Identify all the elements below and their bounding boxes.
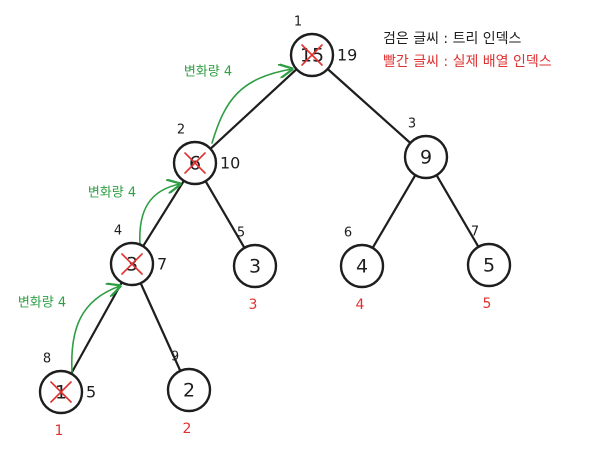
edge-n1-n2 [209,68,298,150]
tree-index-label: 2 [177,123,185,138]
tree-index-label: 4 [114,224,122,239]
cross-out-mark [301,44,323,66]
tree-node-7: 575 [466,225,512,312]
array-index-label: 1 [55,423,64,439]
tree-index-label: 9 [171,350,179,365]
update-arrow-label: 변화량 4 [184,65,232,80]
edge-n3-n6 [371,174,417,249]
update-arrow-n2-n1 [211,69,292,144]
tree-index-label: 8 [43,352,51,367]
update-arrow-label: 변화량 4 [88,186,136,201]
node-circle [232,243,278,289]
updated-value-label: 19 [337,46,357,65]
update-arrow-n4-n2 [139,184,180,246]
tree-index-label: 5 [237,226,245,241]
node-value: 2 [183,380,195,402]
edge-n2-n4 [142,179,185,248]
node-value: 5 [483,255,495,277]
node-circle [339,243,385,289]
cross-out-mark [184,152,206,174]
tree-node-6: 464 [339,226,385,313]
edge-n2-n5 [204,180,246,249]
update-arrow-n8-n4 [70,286,120,373]
node-value: 9 [420,147,432,169]
tree-index-label: 1 [294,15,302,30]
tree-node-8: 1851 [38,352,96,439]
nodes-layer: 151196210933473534645751851292 [38,15,512,439]
tree-node-2: 6210 [172,123,240,186]
updated-value-label: 5 [86,383,96,402]
tree-index-label: 6 [344,226,352,241]
array-index-label: 4 [356,297,365,313]
node-circle [403,134,449,180]
tree-node-9: 292 [166,350,212,437]
tree-index-label: 7 [471,225,479,240]
array-index-label: 2 [183,421,192,437]
tree-node-1: 15119 [289,15,357,78]
updated-value-label: 7 [157,255,167,274]
edge-n4-n9 [139,282,182,372]
edge-n1-n3 [326,67,412,145]
edge-n4-n8 [70,281,123,375]
cross-out-mark [121,253,143,275]
update-arrows-layer: 변화량 4 변화량 4 변화량 4 [18,65,292,373]
node-circle [166,367,212,413]
node-value: 3 [249,256,261,278]
legend-red-text: 빨간 글씨 : 실제 배열 인덱스 [383,54,552,70]
node-value: 4 [356,256,368,278]
tree-node-3: 93 [403,117,449,180]
node-circle [466,242,512,288]
update-arrow-label: 변화량 4 [18,296,66,311]
edges-layer [70,67,480,375]
legend-black-text: 검은 글씨 : 트리 인덱스 [383,31,522,47]
tree-node-5: 353 [232,226,278,313]
array-index-label: 3 [249,297,258,313]
array-index-label: 5 [483,296,492,312]
updated-value-label: 10 [220,154,240,173]
edge-n3-n7 [435,174,480,248]
tree-index-label: 3 [408,117,416,132]
cross-out-mark [50,381,72,403]
tree-node-4: 347 [109,224,167,287]
